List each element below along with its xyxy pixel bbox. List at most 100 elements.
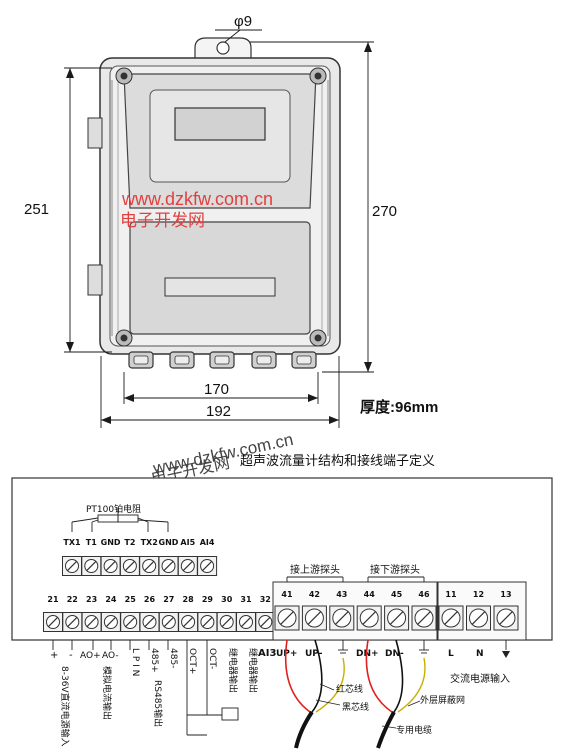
relay1-func-label: 继电器输出 bbox=[227, 648, 239, 693]
upper-term-label: TX1 bbox=[63, 538, 81, 547]
ac-terminal-screw bbox=[466, 605, 491, 631]
lower-terminal-screw bbox=[197, 612, 218, 632]
upper-terminal-screw bbox=[158, 556, 179, 576]
dc-plus: + bbox=[50, 650, 58, 661]
upper-term-label: TX2 bbox=[141, 538, 158, 547]
lower-term-number: 29 bbox=[202, 595, 214, 604]
lower-term-number: 25 bbox=[125, 595, 137, 604]
upper-term-label: GND bbox=[159, 538, 179, 547]
ai3-label: AI3 bbox=[258, 648, 276, 659]
ac-term-number: 13 bbox=[500, 590, 511, 599]
lower-terminal-screw bbox=[236, 612, 256, 632]
probe-term-number: 46 bbox=[418, 590, 430, 599]
up-minus-label: UP- bbox=[305, 649, 323, 659]
lower-term-number: 24 bbox=[105, 595, 117, 604]
lpin-label: L P I N bbox=[130, 648, 140, 676]
thickness-label: 厚度:96mm bbox=[360, 398, 438, 416]
probe-terminal-screw bbox=[301, 605, 327, 631]
probe-term-number: 41 bbox=[281, 590, 293, 599]
lower-term-number: 21 bbox=[47, 595, 59, 604]
lower-term-number: 30 bbox=[221, 595, 233, 604]
upper-terminal-screw bbox=[100, 556, 121, 576]
watermark-name: 电子开发网 bbox=[120, 211, 205, 230]
probe-terminal-screw bbox=[411, 605, 437, 631]
pt100-label: PT100铂电阻 bbox=[86, 503, 141, 515]
black-wire-label: 黑芯线 bbox=[342, 701, 369, 713]
probe-brackets bbox=[286, 576, 425, 582]
probe-terminal-screw bbox=[356, 605, 382, 631]
hole-dim: φ9 bbox=[234, 13, 252, 30]
earth-symbol bbox=[502, 651, 510, 658]
upper-terminal-screw bbox=[177, 556, 198, 576]
ac-terminal-screw bbox=[493, 605, 519, 631]
lower-terminal-screw bbox=[255, 612, 276, 632]
dn-minus-label: DN- bbox=[385, 649, 404, 659]
ao-minus: AO- bbox=[102, 651, 119, 661]
rs485-plus-label: 485+ bbox=[149, 648, 159, 673]
upper-term-label: GND bbox=[101, 538, 121, 547]
probe-term-number: 44 bbox=[364, 590, 376, 599]
dc-minus: - bbox=[69, 650, 73, 661]
upper-terminal-screw bbox=[197, 556, 218, 576]
probe-terminal-screw bbox=[329, 605, 355, 631]
lower-term-number: 32 bbox=[260, 595, 271, 604]
lower-terminal-screw bbox=[178, 612, 199, 632]
upper-terminal-screw bbox=[119, 556, 140, 576]
watermark-url: www.dzkfw.com.cn bbox=[121, 189, 273, 209]
enclosure bbox=[87, 37, 341, 369]
ao-plus: AO+ bbox=[80, 651, 101, 661]
lower-terminal-screw bbox=[62, 612, 83, 632]
lower-term-number: 23 bbox=[86, 595, 97, 604]
oct-minus-label: OCT- bbox=[207, 648, 217, 669]
lower-terminal-screw bbox=[43, 612, 63, 632]
red-wire-label: 红芯线 bbox=[336, 683, 363, 695]
ac-terminal-row: 11 12 13 bbox=[437, 581, 527, 641]
height-outer-dim: 270 bbox=[372, 203, 397, 220]
oct-plus-label: OCT+ bbox=[187, 648, 197, 674]
upper-terminal-screw bbox=[81, 556, 102, 576]
ac-n-label: N bbox=[476, 649, 484, 659]
ac-terminal-screw bbox=[438, 605, 464, 631]
up-plus-label: UP+ bbox=[276, 649, 297, 659]
probe-terminal-screw bbox=[274, 605, 300, 631]
diagram-title: 超声波流量计结构和接线端子定义 bbox=[240, 453, 435, 469]
lower-term-number: 28 bbox=[183, 595, 195, 604]
probe-cables bbox=[284, 639, 426, 749]
lower-term-number: 31 bbox=[240, 595, 252, 604]
lower-term-number: 26 bbox=[144, 595, 156, 604]
arrowheads bbox=[66, 42, 372, 424]
ac-term-number: 11 bbox=[445, 590, 457, 599]
dc-func-label: 8-36V直流电源输入 bbox=[59, 666, 71, 747]
lower-terminal-screw bbox=[100, 612, 121, 632]
rs485-func-label: RS485输出 bbox=[152, 680, 164, 727]
height-inner-dim: 251 bbox=[24, 201, 49, 218]
upper-terminal-screw bbox=[139, 556, 160, 576]
upstream-label: 接上游探头 bbox=[290, 563, 340, 576]
width-outer-dim: 192 bbox=[206, 403, 231, 420]
ac-title: 交流电源输入 bbox=[450, 672, 510, 685]
ac-term-number: 12 bbox=[473, 590, 484, 599]
upper-terminal-screw bbox=[62, 556, 82, 576]
pt100-wiring bbox=[71, 508, 169, 532]
lower-terminal-screw bbox=[120, 612, 141, 632]
lower-term-number: 27 bbox=[163, 595, 174, 604]
ground-symbols bbox=[338, 640, 507, 654]
probe-term-number: 43 bbox=[336, 590, 347, 599]
upper-term-label: AI4 bbox=[200, 538, 215, 547]
lower-terminal-screw bbox=[216, 612, 237, 632]
ao-func-label: 模拟电流输出 bbox=[101, 666, 113, 720]
probe-terminal-screw bbox=[384, 605, 410, 631]
dimension-lines bbox=[64, 29, 374, 428]
upper-term-label: T2 bbox=[124, 538, 135, 547]
rs485-minus-label: 485- bbox=[168, 648, 178, 668]
upper-term-label: T1 bbox=[86, 538, 97, 547]
lower-terminal-screw bbox=[139, 612, 160, 632]
relay2-func-label: 继电器输出 bbox=[247, 648, 259, 693]
upper-term-label: AI5 bbox=[180, 538, 195, 547]
width-inner-dim: 170 bbox=[204, 381, 229, 398]
probe-term-number: 42 bbox=[309, 590, 320, 599]
shield-label: 外层屏蔽网 bbox=[420, 694, 465, 706]
